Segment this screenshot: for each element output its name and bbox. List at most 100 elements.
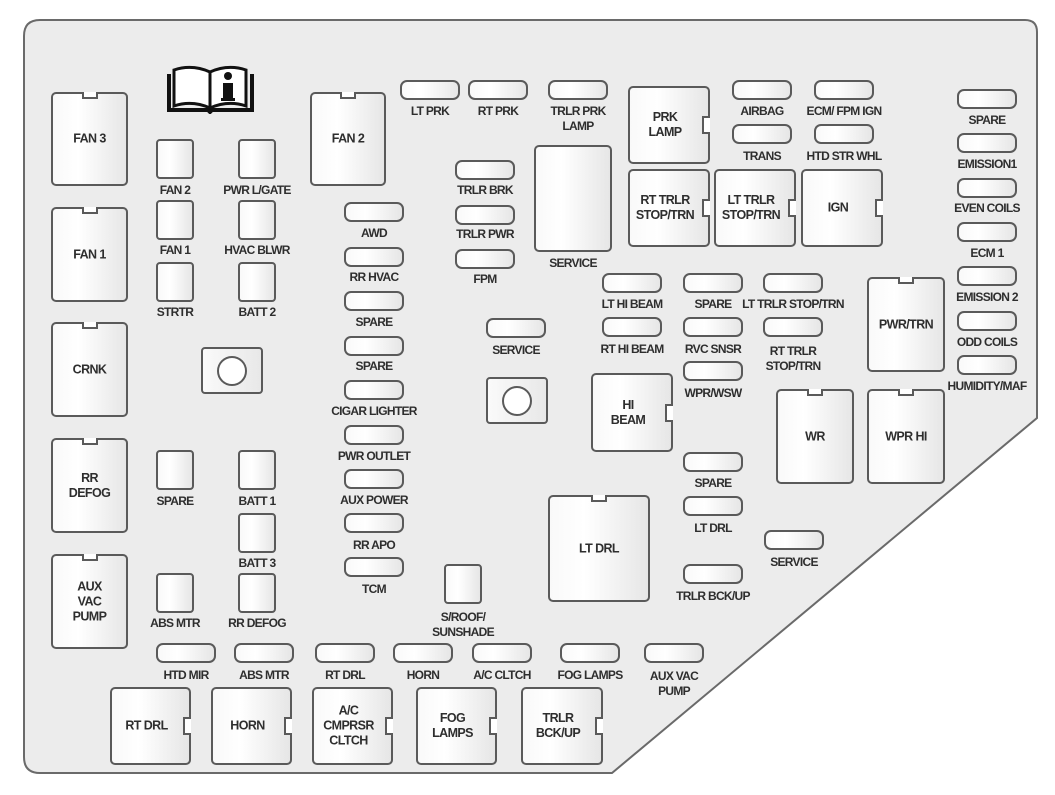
relay[interactable]: A/C CMPRSR CLTCH — [312, 687, 393, 765]
mini-fuse[interactable] — [156, 200, 194, 240]
mini-fuse[interactable] — [238, 450, 276, 490]
blade-fuse[interactable] — [344, 513, 404, 533]
blade-fuse[interactable] — [957, 89, 1017, 109]
relay-tab — [591, 495, 607, 502]
blade-fuse[interactable] — [764, 530, 824, 550]
fuse-label: TCM — [362, 582, 387, 596]
relay[interactable]: LT TRLR STOP/TRN — [714, 169, 796, 247]
relay[interactable]: HORN — [211, 687, 292, 765]
blade-fuse[interactable] — [344, 425, 404, 445]
blade-fuse[interactable] — [683, 496, 743, 516]
fuse-label: EMISSION1 — [957, 157, 1017, 171]
relay[interactable]: PWR/TRN — [867, 277, 945, 372]
relay-tab — [595, 717, 603, 735]
relay-tab — [702, 199, 710, 217]
blade-fuse[interactable] — [683, 564, 743, 584]
relay[interactable]: FAN 2 — [310, 92, 386, 186]
blade-fuse[interactable] — [683, 273, 743, 293]
blade-fuse[interactable] — [683, 452, 743, 472]
mini-fuse[interactable] — [238, 139, 276, 179]
relay[interactable]: RT TRLR STOP/TRN — [628, 169, 710, 247]
mini-fuse[interactable] — [238, 573, 276, 613]
mini-fuse[interactable] — [156, 262, 194, 302]
relay[interactable]: IGN — [801, 169, 883, 247]
relay[interactable]: WPR HI — [867, 389, 945, 484]
blade-fuse[interactable] — [344, 557, 404, 577]
relay-tab — [81, 438, 98, 445]
fuse-label: RVC SNSR — [684, 342, 742, 356]
relay-label: FAN 1 — [73, 247, 106, 261]
mini-fuse[interactable] — [238, 262, 276, 302]
blade-fuse[interactable] — [468, 80, 528, 100]
blade-fuse[interactable] — [344, 469, 404, 489]
blade-fuse[interactable] — [602, 273, 662, 293]
blade-fuse[interactable] — [344, 247, 404, 267]
relay[interactable]: FAN 1 — [51, 207, 128, 302]
mini-fuse[interactable] — [238, 513, 276, 553]
fuse-label: LT TRLR STOP/TRN — [742, 297, 844, 311]
relay[interactable]: FOG LAMPS — [416, 687, 497, 765]
blade-fuse[interactable] — [683, 361, 743, 381]
blade-fuse[interactable] — [486, 318, 546, 338]
blade-fuse[interactable] — [315, 643, 375, 663]
blade-fuse[interactable] — [344, 202, 404, 222]
relay-label: AUX VAC PUMP — [72, 579, 107, 623]
blade-fuse[interactable] — [732, 124, 792, 144]
mini-fuse[interactable] — [156, 450, 194, 490]
blade-fuse[interactable] — [957, 178, 1017, 198]
blade-fuse[interactable] — [234, 643, 294, 663]
relay[interactable]: CRNK — [51, 322, 128, 417]
blade-fuse[interactable] — [455, 249, 515, 269]
blade-fuse[interactable] — [602, 317, 662, 337]
mini-fuse[interactable] — [156, 573, 194, 613]
blade-fuse[interactable] — [683, 317, 743, 337]
blade-fuse[interactable] — [814, 80, 874, 100]
fuse-label: CIGAR LIGHTER — [331, 404, 417, 418]
blade-fuse[interactable] — [957, 311, 1017, 331]
relay[interactable]: LT DRL — [548, 495, 650, 602]
fuse-label: WPR/WSW — [684, 386, 742, 400]
blade-fuse[interactable] — [548, 80, 608, 100]
blade-fuse[interactable] — [393, 643, 453, 663]
fuse-label: BATT 3 — [238, 556, 277, 570]
relay[interactable]: RT DRL — [110, 687, 191, 765]
blade-fuse[interactable] — [344, 291, 404, 311]
relay-label: SERVICE — [549, 256, 597, 270]
blade-fuse[interactable] — [957, 222, 1017, 242]
blade-fuse[interactable] — [814, 124, 874, 144]
relay[interactable]: HI BEAM — [591, 373, 673, 452]
mini-fuse[interactable] — [238, 200, 276, 240]
blade-fuse[interactable] — [156, 643, 216, 663]
relay[interactable]: AUX VAC PUMP — [51, 554, 128, 649]
relay[interactable]: TRLR BCK/UP — [521, 687, 603, 765]
blade-fuse[interactable] — [344, 336, 404, 356]
relay[interactable]: RR DEFOG — [51, 438, 128, 533]
blade-fuse[interactable] — [644, 643, 704, 663]
blade-fuse[interactable] — [455, 160, 515, 180]
mounting-hole-icon — [217, 355, 247, 386]
blade-fuse[interactable] — [957, 133, 1017, 153]
relay[interactable]: FAN 3 — [51, 92, 128, 186]
relay[interactable]: PRK LAMP — [628, 86, 710, 164]
owner-manual-info-icon — [167, 65, 254, 114]
blade-fuse[interactable] — [344, 380, 404, 400]
fuse-label: ABS MTR — [239, 668, 289, 682]
blade-fuse[interactable] — [763, 273, 823, 293]
mini-fuse[interactable] — [156, 139, 194, 179]
blade-fuse[interactable] — [472, 643, 532, 663]
mini-fuse[interactable] — [444, 564, 482, 604]
relay[interactable] — [534, 145, 612, 252]
fuse-label: SERVICE — [770, 555, 818, 569]
blade-fuse[interactable] — [957, 266, 1017, 286]
fuse-label: HTD MIR — [163, 668, 209, 682]
blade-fuse[interactable] — [400, 80, 460, 100]
fuse-label: RT DRL — [325, 668, 365, 682]
blade-fuse[interactable] — [957, 355, 1017, 375]
blade-fuse[interactable] — [455, 205, 515, 225]
blade-fuse[interactable] — [560, 643, 620, 663]
fuse-label: S/ROOF/ SUNSHADE — [432, 610, 494, 639]
relay[interactable]: WR — [776, 389, 854, 484]
blade-fuse[interactable] — [732, 80, 792, 100]
blade-fuse[interactable] — [763, 317, 823, 337]
fuse-label: SPARE — [694, 476, 733, 490]
